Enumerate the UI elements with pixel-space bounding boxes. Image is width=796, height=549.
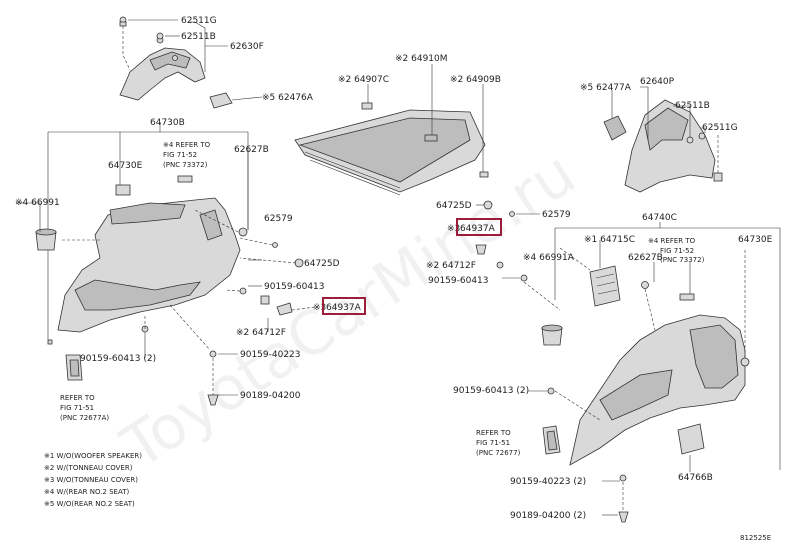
legend-item-2: ※2 W/(TONNEAU COVER): [44, 464, 133, 472]
speaker-box-64715c: [589, 265, 621, 307]
tonneau-clips: [361, 102, 489, 178]
highlight-64937a-right: [456, 218, 502, 236]
trim-clip-left-small: [177, 175, 193, 183]
label-62579-center: 62579: [542, 210, 571, 220]
label-62579-left: 62579: [264, 214, 293, 224]
clip-64730e-left: [115, 184, 131, 196]
figure-id: 812525E: [740, 534, 771, 542]
svg-text:REFER TO: REFER TO: [476, 429, 511, 437]
svg-text:(PNC 72677): (PNC 72677): [476, 449, 521, 457]
label-64730b: 64730B: [150, 118, 185, 128]
cover-64766b: [677, 423, 705, 455]
label-62630f: 62630F: [230, 42, 264, 52]
label-62511b-right: 62511B: [675, 101, 710, 111]
label-90189-04200-2-right: 90189-04200 (2): [510, 511, 586, 521]
label-64712f-left: ※2 64712F: [236, 328, 286, 338]
svg-text:(PNC 73372): (PNC 73372): [660, 256, 705, 264]
clip-62476a: [209, 92, 233, 109]
label-64909b: ※2 64909B: [450, 75, 501, 85]
quarter-trim-panel-right: [569, 314, 746, 466]
label-66991a: ※4 66991A: [523, 253, 575, 263]
label-64730e-left: 64730E: [108, 161, 143, 171]
legend-item-1: ※1 W/O(WOOFER SPEAKER): [44, 452, 142, 460]
label-62627b-right: 62627B: [628, 253, 663, 263]
quarter-trim-panel-left: [57, 197, 241, 333]
label-64712f-center: ※2 64712F: [426, 261, 476, 271]
label-64937a-right: 64937A: [460, 224, 496, 234]
label-62477a: ※5 62477A: [580, 83, 632, 93]
tonneau-cover: [294, 109, 486, 196]
svg-text:FIG 71-51: FIG 71-51: [60, 404, 94, 412]
svg-text:FIG 71-52: FIG 71-52: [660, 247, 694, 255]
fasteners-top-left: [119, 16, 164, 40]
label-90159-60413-2-right: 90159-60413 (2): [453, 386, 529, 396]
label-64725d-left: 64725D: [304, 259, 340, 269]
bracket-right-lower: [542, 425, 561, 455]
label-90189-04200-left: 90189-04200: [240, 391, 301, 401]
label-62511g-left: 62511G: [181, 16, 217, 26]
highlight-64937a-left: [322, 297, 366, 315]
refer-note-right-bottom: REFER TO FIG 71-51 (PNC 72677): [476, 429, 521, 457]
label-62511g-right: 62511G: [702, 123, 738, 133]
cup-holder-66991: [35, 228, 57, 251]
legend: ※1 W/O(WOOFER SPEAKER) ※2 W/(TONNEAU COV…: [44, 452, 142, 508]
label-64907c: ※2 64907C: [338, 75, 389, 85]
refer-note-left-top: ※4 REFER TO FIG 71-52 (PNC 73372): [163, 141, 211, 169]
label-90159-40223-2-right: 90159-40223 (2): [510, 477, 586, 487]
label-62640p: 62640P: [640, 77, 675, 87]
right-fasteners: [547, 281, 750, 523]
label-64766b: 64766B: [678, 473, 713, 483]
legend-item-3: ※3 W/O(TONNEAU COVER): [44, 476, 138, 484]
label-64740c: 64740C: [642, 213, 677, 223]
label-62511b-left: 62511B: [181, 32, 216, 42]
label-90159-40223-left: 90159-40223: [240, 350, 301, 360]
label-62476a: ※5 62476A: [262, 93, 314, 103]
label-66991: ※4 66991: [15, 198, 60, 208]
refer-note-left-bottom: REFER TO FIG 71-51 (PNC 72677A): [60, 394, 109, 422]
label-64725d-center: 64725D: [436, 201, 472, 211]
svg-text:(PNC 72677A): (PNC 72677A): [60, 414, 109, 422]
svg-text:※4 REFER TO: ※4 REFER TO: [648, 237, 696, 245]
svg-text:※4 REFER TO: ※4 REFER TO: [163, 141, 211, 149]
label-64937a-left: 64937A: [326, 303, 362, 313]
svg-text:FIG 71-52: FIG 71-52: [163, 151, 197, 159]
label-90159-60413-center: 90159-60413: [428, 276, 489, 286]
label-64730e-right: 64730E: [738, 235, 773, 245]
label-64910m: ※2 64910M: [395, 54, 448, 64]
refer-note-right-top: ※4 REFER TO FIG 71-52 (PNC 73372): [648, 237, 705, 264]
label-90159-60413-2-left: 90159-60413 (2): [80, 354, 156, 364]
svg-text:(PNC 73372): (PNC 73372): [163, 161, 208, 169]
bracket-left-lower: [65, 354, 83, 381]
svg-text:REFER TO: REFER TO: [60, 394, 95, 402]
label-64937a-right-prefix: ※3: [447, 224, 460, 234]
label-64937a-left-prefix: ※3: [313, 303, 326, 313]
legend-item-5: ※5 W/O(REAR NO.2 SEAT): [44, 500, 135, 508]
cup-holder-66991a: [541, 324, 563, 346]
svg-text:FIG 71-51: FIG 71-51: [476, 439, 510, 447]
label-62627b-left: 62627B: [234, 145, 269, 155]
pillar-garnish-upper-left: [119, 36, 206, 101]
clip-62477a: [603, 115, 627, 141]
legend-item-4: ※4 W/(REAR NO.2 SEAT): [44, 488, 129, 496]
label-64715c: ※1 64715C: [584, 235, 635, 245]
pillar-garnish-upper-right: [624, 99, 716, 193]
label-90159-60413-left: 90159-60413: [264, 282, 325, 292]
